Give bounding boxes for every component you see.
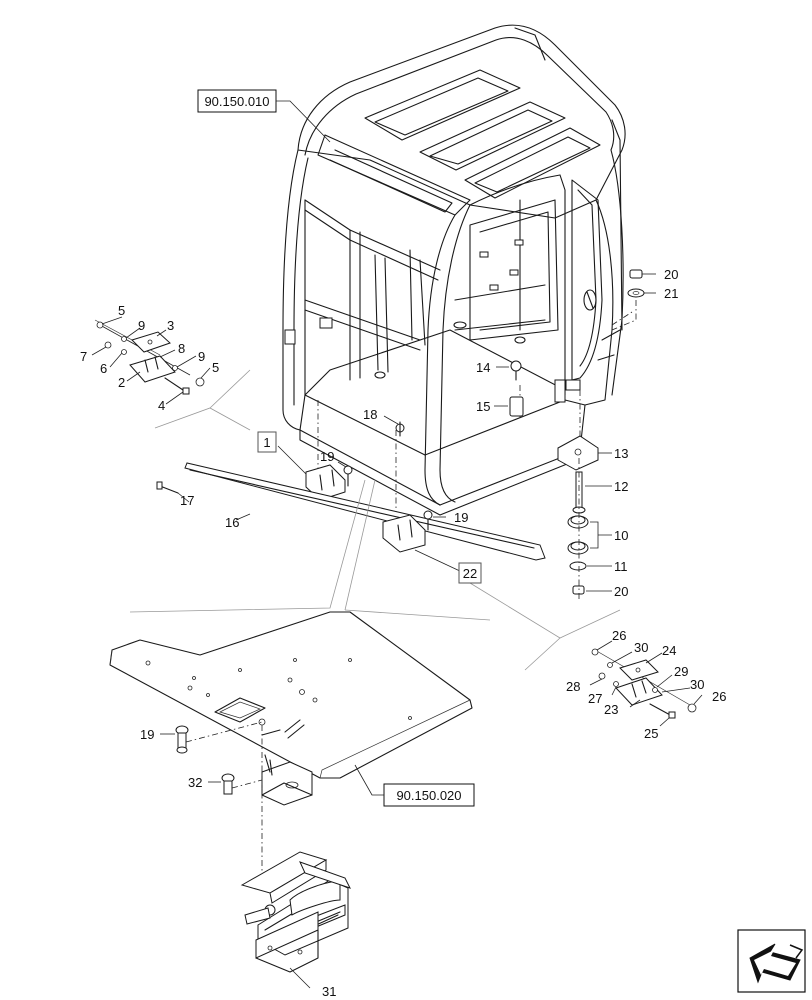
- callout-9[interactable]: 9: [138, 318, 145, 333]
- bracket-1-group: [277, 415, 405, 501]
- callout-5b[interactable]: 5: [212, 360, 219, 375]
- callout-19b[interactable]: 19: [454, 510, 468, 525]
- mount-assembly-rear: [494, 269, 656, 600]
- callout-25[interactable]: 25: [644, 726, 658, 741]
- floor-bolts: [160, 721, 263, 890]
- callout-23[interactable]: 23: [604, 702, 618, 717]
- callout-30b[interactable]: 30: [690, 677, 704, 692]
- mount-assembly-right: [589, 640, 703, 727]
- callout-29[interactable]: 29: [674, 664, 688, 679]
- ref-box-floor[interactable]: 90.150.020: [354, 764, 475, 807]
- callout-15[interactable]: 15: [476, 399, 490, 414]
- callout-19c[interactable]: 19: [140, 727, 154, 742]
- callout-5[interactable]: 5: [118, 303, 125, 318]
- callout-box-1[interactable]: 1: [257, 431, 277, 453]
- previous-page-arrow-icon[interactable]: [737, 929, 806, 993]
- callout-32[interactable]: 32: [188, 775, 202, 790]
- callout-26b[interactable]: 26: [712, 689, 726, 704]
- callout-14[interactable]: 14: [476, 360, 490, 375]
- cab-frame: [282, 24, 633, 520]
- floor-plate: [109, 479, 491, 806]
- callout-4[interactable]: 4: [158, 398, 165, 413]
- strip-16: [156, 462, 546, 561]
- callout-24[interactable]: 24: [662, 643, 676, 658]
- callout-16[interactable]: 16: [225, 515, 239, 530]
- bracket-22-group: [382, 510, 463, 573]
- pedal-assembly: [240, 851, 351, 989]
- callout-10[interactable]: 10: [614, 528, 628, 543]
- callout-12[interactable]: 12: [614, 479, 628, 494]
- callout-7[interactable]: 7: [80, 349, 87, 364]
- callout-21[interactable]: 21: [664, 286, 678, 301]
- callout-11[interactable]: 11: [614, 559, 628, 574]
- callout-27[interactable]: 27: [588, 691, 602, 706]
- callout-box-22-label: 22: [463, 566, 477, 581]
- ref-cab-label: 90.150.010: [204, 94, 269, 109]
- detail-line: [129, 479, 366, 613]
- callout-2[interactable]: 2: [118, 375, 125, 390]
- mount-assembly-left: [91, 316, 211, 405]
- callout-6[interactable]: 6: [100, 361, 107, 376]
- detail-line: [344, 479, 376, 611]
- callout-31[interactable]: 31: [322, 984, 336, 999]
- callout-17[interactable]: 17: [180, 493, 194, 508]
- callout-20[interactable]: 20: [664, 267, 678, 282]
- callout-19[interactable]: 19: [320, 449, 334, 464]
- callout-18[interactable]: 18: [363, 407, 377, 422]
- detail-line: [344, 609, 491, 621]
- ref-box-cab[interactable]: 90.150.010: [197, 89, 331, 143]
- detail-line: [154, 407, 251, 431]
- callout-8[interactable]: 8: [178, 341, 185, 356]
- callout-box-22[interactable]: 22: [458, 562, 482, 584]
- ref-floor-label: 90.150.020: [396, 788, 461, 803]
- callout-9b[interactable]: 9: [198, 349, 205, 364]
- callout-20b[interactable]: 20: [614, 584, 628, 599]
- callout-13[interactable]: 13: [614, 446, 628, 461]
- callout-3[interactable]: 3: [167, 318, 174, 333]
- callout-30[interactable]: 30: [634, 640, 648, 655]
- detail-line: [209, 369, 251, 409]
- callout-28[interactable]: 28: [566, 679, 580, 694]
- callout-box-1-label: 1: [263, 435, 270, 450]
- detail-line: [524, 637, 561, 671]
- callout-labels: 5 9 3 7 6 8 9 2 5 4 18 19 17 16 19 14 15…: [80, 267, 726, 999]
- callout-26[interactable]: 26: [612, 628, 626, 643]
